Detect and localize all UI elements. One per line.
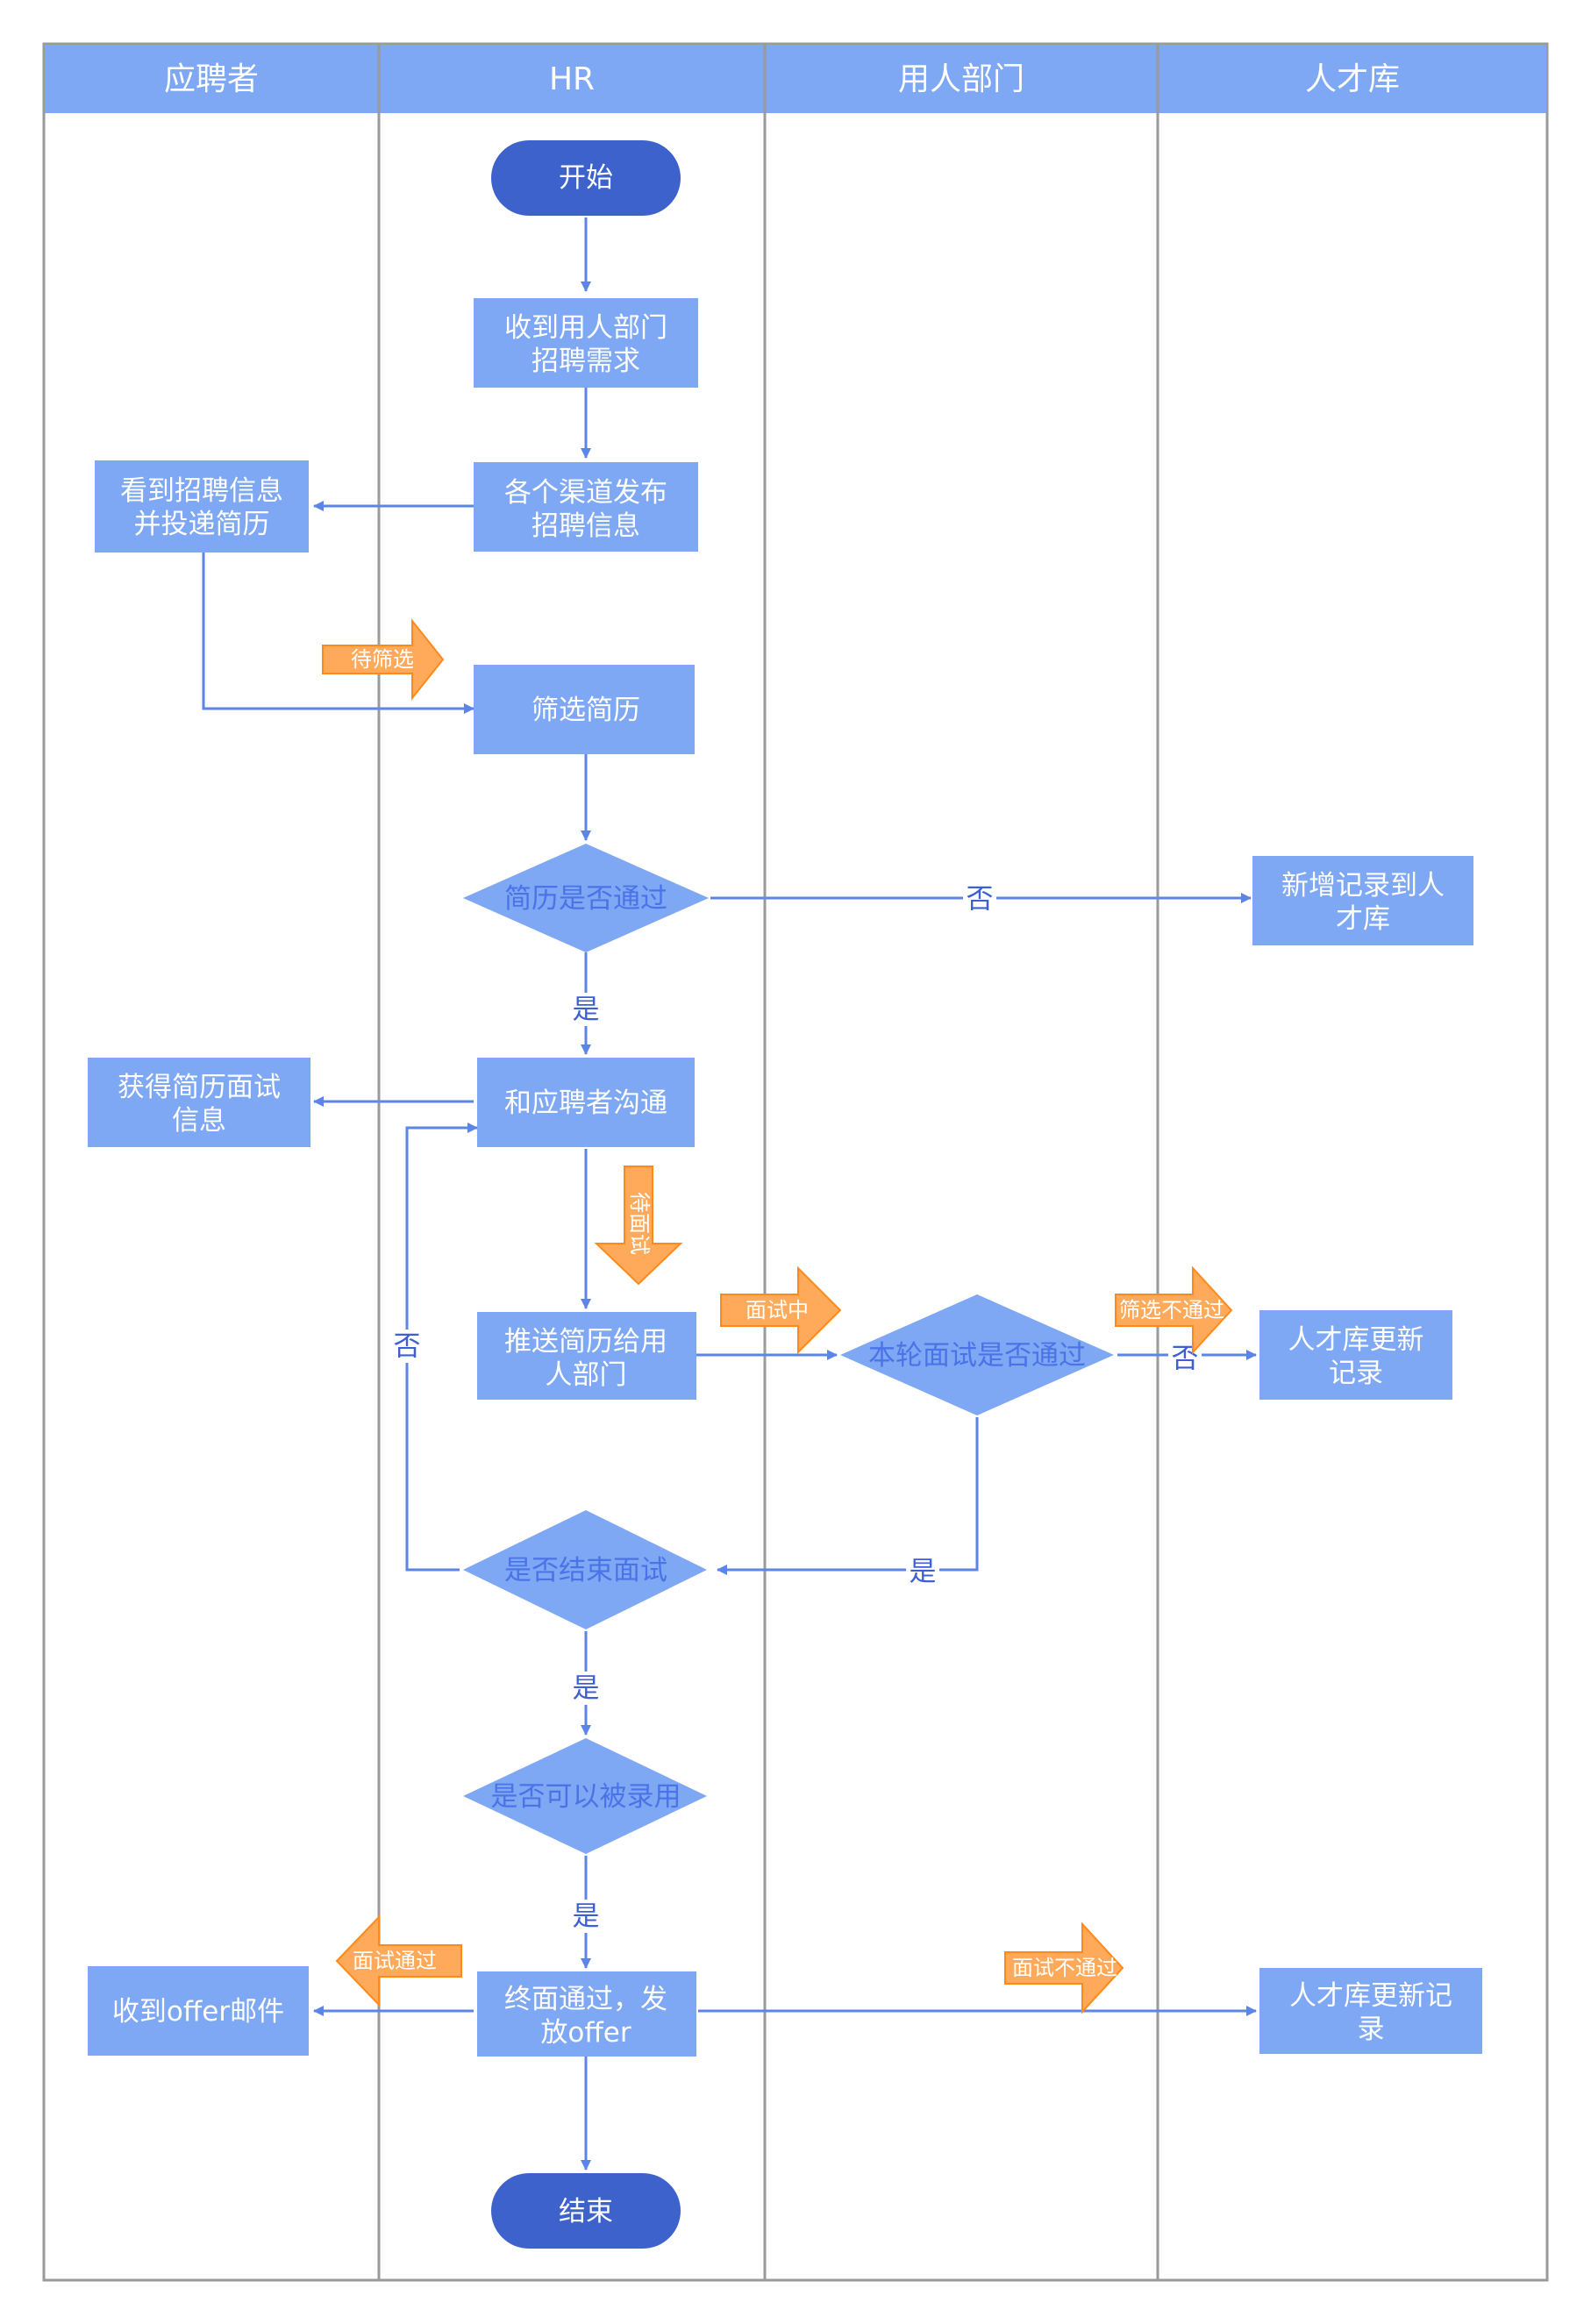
screen-resume-label: 筛选简历 xyxy=(532,695,640,726)
hireable-label: 是否可以被录用 xyxy=(491,1781,681,1813)
lane-title-hr: HR xyxy=(549,61,595,97)
tag-label-interview-fail: 面试不通过 xyxy=(1012,1956,1117,1980)
tag-arrow-wait-interview xyxy=(594,1166,683,1286)
edge-label-resume-fail: 否 xyxy=(967,884,994,916)
end-label: 结束 xyxy=(559,2196,613,2228)
tag-label-interviewing: 面试中 xyxy=(746,1298,809,1322)
apply-label: 看到招聘信息并投递简历 xyxy=(120,475,283,540)
lane-title-talent-pool: 人才库 xyxy=(1305,61,1400,97)
end-interview-label: 是否结束面试 xyxy=(504,1555,667,1586)
round-pass-label: 本轮面试是否通过 xyxy=(868,1340,1086,1372)
end-interview-decision xyxy=(463,1510,707,1629)
talent-update-box-2 xyxy=(1259,1968,1482,2054)
lane-title-department: 用人部门 xyxy=(898,61,1024,97)
edge-label-continue-interview: 否 xyxy=(394,1331,421,1363)
talent-add-label: 新增记录到人才库 xyxy=(1281,870,1445,935)
resume-pass-label: 简历是否通过 xyxy=(504,883,667,915)
hireable-decision xyxy=(463,1738,707,1854)
talent-add-box xyxy=(1252,856,1473,945)
status-tags: 待筛选 待面试 面试中 筛选不通过 面试通过 面试不通过 xyxy=(322,618,1233,2014)
tag-label-wait-interview: 待面试 xyxy=(627,1192,652,1255)
push-resume-label: 推送简历给用人部门 xyxy=(504,1326,667,1391)
edge-label-round-pass: 是 xyxy=(910,1557,937,1588)
offer-mail-label: 收到offer邮件 xyxy=(112,1996,284,2028)
tag-arrow-interview-pass xyxy=(335,1914,462,2007)
tag-label-interview-pass: 面试通过 xyxy=(353,1949,437,1973)
tag-arrow-screen-fail xyxy=(1115,1265,1233,1355)
start-label: 开始 xyxy=(559,162,613,194)
resume-pass-decision xyxy=(463,844,709,952)
edge-label-hireable: 是 xyxy=(573,1901,600,1933)
tag-label-screen-fail: 筛选不通过 xyxy=(1119,1298,1224,1322)
tag-arrow-wait-screen xyxy=(322,618,445,701)
lane-header-bar xyxy=(45,45,1546,113)
flow-nodes: 开始 收到用人部门招聘需求 各个渠道发布招聘信息 看到招聘信息并投递简历 筛选简… xyxy=(88,140,1482,2249)
publish-job-box xyxy=(474,462,698,552)
publish-job-label: 各个渠道发布招聘信息 xyxy=(504,477,667,542)
talent-update-box-1 xyxy=(1259,1310,1452,1400)
apply-box xyxy=(95,460,309,552)
swimlane-frame: 应聘者 HR 用人部门 人才库 xyxy=(42,42,1549,2282)
communicate-label: 和应聘者沟通 xyxy=(504,1087,667,1119)
offer-mail-box xyxy=(88,1966,309,2056)
communicate-box xyxy=(477,1058,695,1147)
talent-update-label-1: 人才库更新记录 xyxy=(1288,1324,1424,1389)
get-interview-box xyxy=(88,1058,310,1147)
talent-update-label-2: 人才库更新记录 xyxy=(1289,1980,1452,2045)
edge-labels: 否 是 否 否 是 是 是 xyxy=(390,882,1202,1933)
tag-arrow-interview-fail xyxy=(1004,1921,1124,2014)
edge-label-resume-pass: 是 xyxy=(573,994,600,1026)
lane-title-applicant: 应聘者 xyxy=(164,61,259,97)
receive-request-label: 收到用人部门招聘需求 xyxy=(504,312,667,377)
tag-label-wait-screen: 待筛选 xyxy=(351,647,414,672)
end-terminal xyxy=(491,2173,681,2249)
final-pass-label: 终面通过，发放offer xyxy=(504,1984,667,2049)
round-pass-decision xyxy=(840,1294,1114,1415)
edge-label-interview-ended: 是 xyxy=(573,1673,600,1705)
push-resume-box xyxy=(477,1312,696,1400)
start-terminal xyxy=(491,140,681,216)
screen-resume-box xyxy=(474,665,695,754)
get-interview-label: 获得简历面试信息 xyxy=(118,1072,281,1137)
final-pass-box xyxy=(477,1971,696,2057)
tag-arrow-interviewing xyxy=(720,1265,842,1355)
receive-request-box xyxy=(474,298,698,388)
